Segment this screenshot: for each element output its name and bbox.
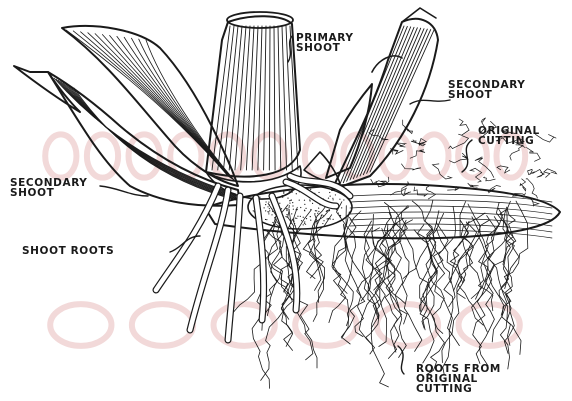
leader-original-cutting xyxy=(462,140,472,172)
shoot-roots xyxy=(156,176,350,340)
label-secondary-shoot-right: SECONDARY SHOOT xyxy=(448,80,526,100)
label-secondary-shoot-left: SECONDARY SHOOT xyxy=(10,178,88,198)
leader-secondary-shoot-right xyxy=(410,100,450,104)
primary-shoot xyxy=(206,12,301,199)
label-roots-from-original-cutting: ROOTS FROM ORIGINAL CUTTING xyxy=(416,364,501,394)
label-shoot-roots: SHOOT ROOTS xyxy=(22,246,114,256)
label-original-cutting: ORIGINAL CUTTING xyxy=(478,126,540,146)
label-primary-shoot: PRIMARY SHOOT xyxy=(296,33,354,53)
